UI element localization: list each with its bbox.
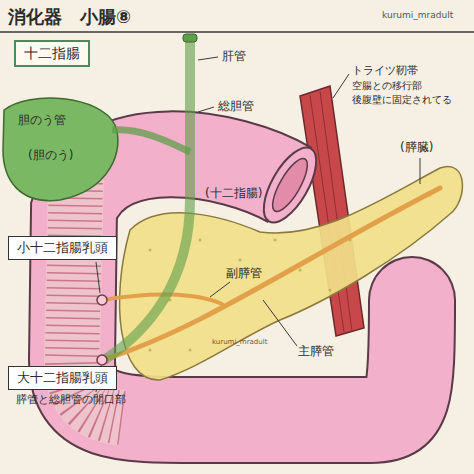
part-name: 主膵管 xyxy=(298,344,334,358)
box-label: 大十二指腸乳頭 xyxy=(8,366,117,390)
main-pancreatic-duct xyxy=(102,188,440,360)
part-name: (十二指腸) xyxy=(205,186,262,200)
box-label: 十二指腸 xyxy=(14,40,90,67)
part-name: (膵臓) xyxy=(400,140,433,154)
jejunum-end-outline xyxy=(368,300,456,312)
title-rule xyxy=(0,31,474,33)
part-name: 総胆管 xyxy=(218,99,254,113)
note: 後腹壁に固定されてる xyxy=(352,94,452,106)
cystic-duct xyxy=(112,130,190,152)
part-name: トライツ靭帯 xyxy=(352,64,418,77)
pancreas-body xyxy=(120,166,463,380)
leader-lines xyxy=(96,57,420,392)
label-box: 大十二指腸乳頭膵管と総胆管の開口部 xyxy=(8,366,126,406)
pancreas xyxy=(120,166,463,380)
label-box: 小十二指腸乳頭 xyxy=(8,236,117,260)
part-name: 副膵管 xyxy=(226,266,262,280)
part-name: 肝管 xyxy=(222,49,246,63)
part-name: (胆のう) xyxy=(28,148,73,162)
watermark: kurumi_mradult xyxy=(212,338,267,346)
minor-papilla xyxy=(97,295,107,305)
cut-lumen xyxy=(266,154,313,216)
label-box: 十二指腸 xyxy=(14,40,90,67)
box-label: 小十二指腸乳頭 xyxy=(8,236,117,260)
major-papilla xyxy=(97,355,107,365)
cut-end xyxy=(253,140,326,231)
hepatic-duct-end xyxy=(183,34,197,42)
common-bile-duct xyxy=(104,42,190,360)
note: 空腸との移行部 xyxy=(352,80,422,92)
jejunum-end xyxy=(370,300,454,312)
box-note: 膵管と総胆管の開口部 xyxy=(8,393,126,406)
part-name: 胆のう管 xyxy=(18,113,66,127)
title: 消化器 小腸⑧ xyxy=(8,6,131,28)
watermark: kurumi_mradult xyxy=(382,10,453,21)
gallbladder xyxy=(3,98,118,201)
